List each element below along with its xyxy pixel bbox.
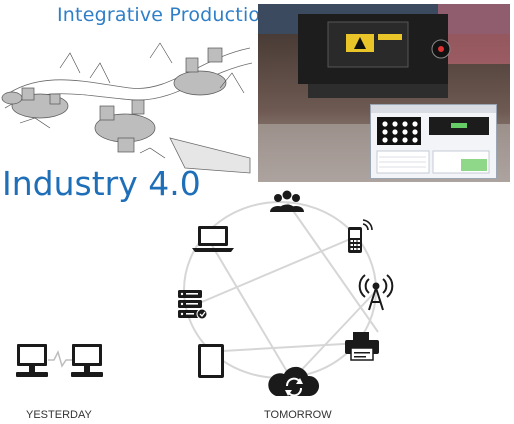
desktop-computer-icon: [16, 344, 48, 377]
laptop-icon: [192, 226, 234, 252]
desktop-computer-icon: [71, 344, 103, 377]
cloud-sync-icon: [268, 366, 320, 397]
server-icon: [178, 290, 208, 320]
caption-tomorrow: TOMORROW: [264, 409, 332, 421]
antenna-tower-icon: [358, 274, 394, 311]
monitor-screen: [370, 104, 497, 179]
tomorrow-network-diagram: [178, 190, 394, 397]
factory-sketch-illustration: [1, 42, 253, 174]
subtitle-integrative-production: Integrative Production: [57, 4, 273, 26]
yesterday-diagram: [16, 344, 103, 377]
people-group-icon: [270, 190, 304, 212]
smartphone-icon: [348, 219, 373, 253]
tablet-icon: [198, 344, 224, 378]
printer-icon: [345, 332, 379, 361]
machine-photo: [258, 4, 510, 182]
main-title-industry-4: Industry 4.0: [2, 164, 201, 203]
caption-yesterday: YESTERDAY: [26, 409, 92, 421]
